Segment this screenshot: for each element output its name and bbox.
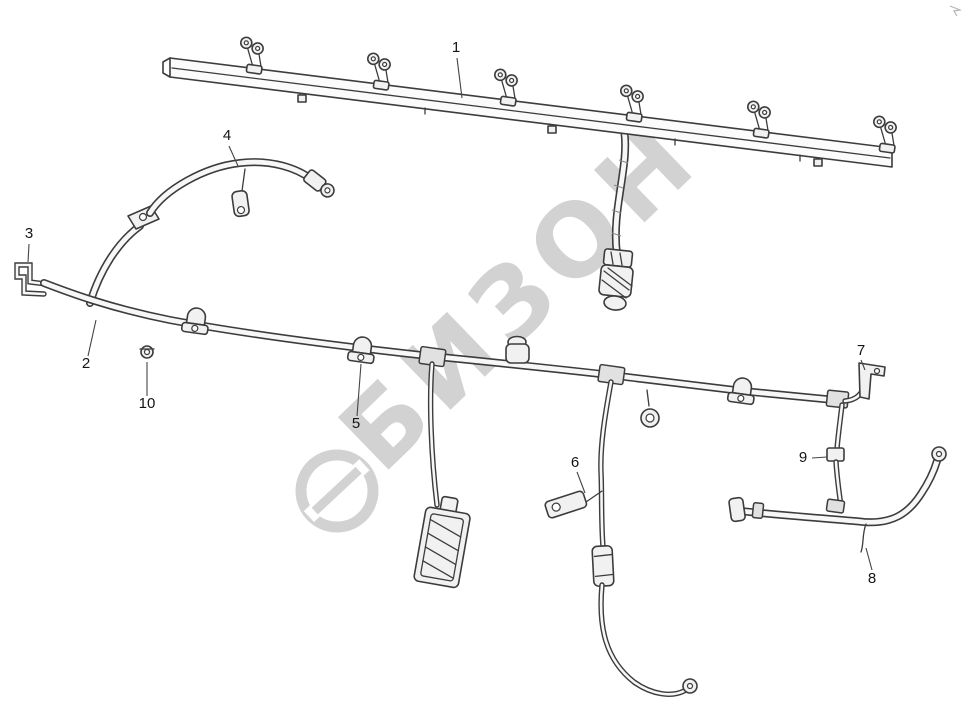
part-7-bracket <box>845 362 886 401</box>
watermark-logo-ring <box>295 449 379 533</box>
callout-8: 8 <box>868 570 876 587</box>
rail-cable <box>612 130 628 254</box>
callout-10: 10 <box>139 395 156 412</box>
callout-9: 9 <box>799 449 807 466</box>
cable-end-connector <box>598 248 634 311</box>
branch6-sleeve <box>591 544 615 588</box>
leader-lines <box>27 57 873 571</box>
stray-cursor-mark <box>949 5 963 17</box>
tube8-tab <box>860 523 867 553</box>
callout-1: 1 <box>452 39 460 56</box>
callout-2: 2 <box>82 355 90 372</box>
tube4-hanging-clip <box>231 189 250 218</box>
tube8-end-cap <box>728 496 746 523</box>
part-9-wire <box>825 405 846 514</box>
callout-6: 6 <box>571 454 579 471</box>
part-8-tube <box>728 446 947 553</box>
part-4-tube <box>90 162 335 303</box>
tube4-end-fitting <box>303 169 335 198</box>
part-9-connector <box>826 447 845 462</box>
rail-bar <box>162 57 893 168</box>
branch6-end-fitting <box>682 678 698 694</box>
harness-rubber-boot <box>505 335 530 364</box>
part-3-hook-bracket <box>17 265 46 294</box>
watermark: БИЗОН <box>295 97 722 533</box>
callout-4: 4 <box>223 127 231 144</box>
callout-7: 7 <box>857 342 865 359</box>
part-1-rail-assembly <box>162 35 900 311</box>
part-6-bracket <box>544 490 588 519</box>
part-10-fastener <box>139 345 155 359</box>
watermark-text: БИЗОН <box>317 97 722 494</box>
main-block-connector <box>413 495 471 589</box>
callout-5: 5 <box>352 415 360 432</box>
callouts: 1 2 3 4 5 6 7 8 9 10 <box>25 39 876 587</box>
watermark-logo-bar <box>311 466 362 515</box>
harness-hook-clip <box>640 389 660 428</box>
callout-3: 3 <box>25 225 33 242</box>
part-6-branch <box>544 382 698 694</box>
